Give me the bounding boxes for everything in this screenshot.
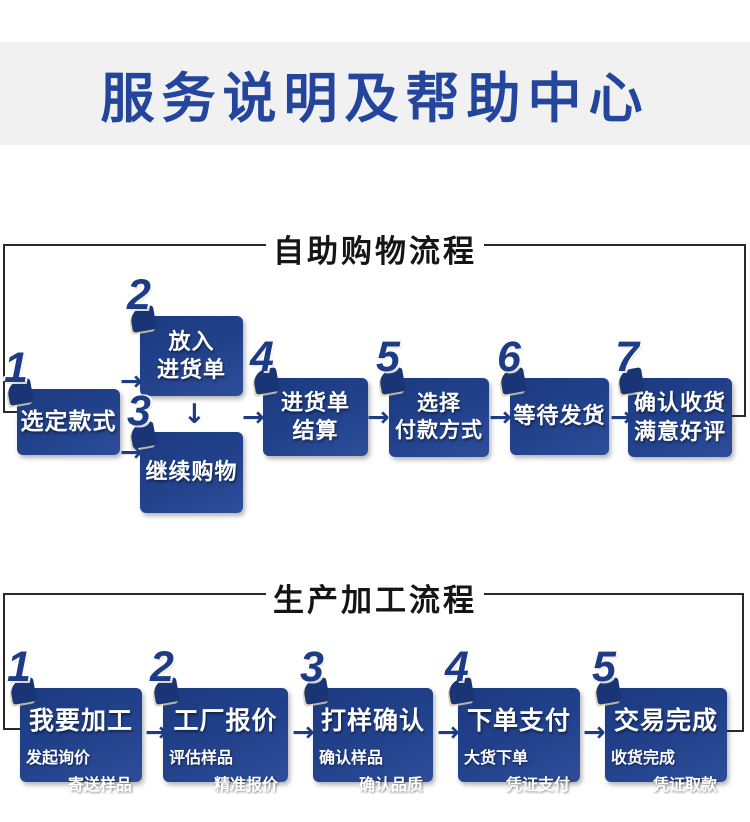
step-label: 付款方式 — [395, 418, 483, 442]
step-sub-left: 确认样品 — [319, 750, 384, 767]
flow-step-box-2: 2 放入 进货单 — [127, 274, 243, 396]
frame-line — [742, 593, 744, 732]
step-number: 7 — [615, 333, 639, 381]
frame-line — [484, 593, 744, 595]
arrow-right-icon: → — [292, 717, 315, 748]
step-number: 5 — [592, 643, 616, 691]
frame-line — [484, 244, 746, 246]
step-number: 5 — [376, 333, 400, 381]
flow-step-box-7: 7 确认收货 满意好评 — [615, 336, 732, 457]
step-label: 满意好评 — [633, 418, 726, 444]
frame-line — [3, 728, 20, 730]
step-number: 6 — [497, 333, 521, 381]
step-number: 4 — [250, 333, 274, 381]
step-title: 下单支付 — [466, 707, 571, 735]
step-number: 1 — [7, 643, 31, 691]
frame-line — [3, 411, 19, 413]
step-sub-left: 收货完成 — [611, 750, 676, 767]
step-number: 3 — [300, 643, 324, 691]
step-title: 我要加工 — [28, 707, 133, 735]
flow-step-box-5: 5 选择 付款方式 — [376, 336, 489, 457]
arrow-right-icon: → — [242, 402, 265, 433]
arrow-down-icon: ↓ — [183, 399, 206, 430]
page-title: 服务说明及帮助中心 — [100, 69, 650, 129]
step-sub-left: 发起询价 — [26, 750, 91, 767]
process-step-box-3: 3 打样确认 确认样品 确认品质 — [300, 646, 433, 794]
step-label: 等待发货 — [513, 403, 606, 429]
step-title: 打样确认 — [320, 707, 425, 735]
flow-step-box-3: 3 继续购物 — [127, 390, 243, 513]
step-number: 2 — [127, 271, 151, 319]
step-label: 继续购物 — [145, 459, 238, 485]
process-step-box-5: 5 交易完成 收货完成 凭证取款 — [592, 646, 727, 794]
frame-line — [3, 244, 266, 246]
frame-line — [3, 244, 5, 413]
flow-step-box-1: 1 选定款式 — [4, 347, 120, 455]
process-step-box-1: 1 我要加工 发起询价 寄送样品 — [7, 646, 142, 794]
step-title: 工厂报价 — [173, 707, 278, 735]
frame-line — [730, 415, 746, 417]
step-label: 选择 — [417, 391, 461, 415]
arrow-right-icon: → — [437, 717, 460, 748]
arrow-right-icon: → — [583, 717, 606, 748]
process-step-box-2: 2 工厂报价 评估样品 精准报价 — [150, 646, 288, 794]
arrow-right-icon: → — [120, 437, 143, 468]
step-sub-right: 寄送样品 — [67, 777, 132, 794]
step-sub-left: 评估样品 — [169, 750, 234, 767]
step-sub-right: 凭证支付 — [505, 777, 570, 794]
section-title-production: 生产加工流程 — [273, 583, 477, 618]
arrow-right-icon: → — [120, 366, 143, 397]
arrow-right-icon: → — [145, 717, 168, 748]
step-number: 2 — [150, 643, 174, 691]
top-banner: 服务说明及帮助中心 — [0, 42, 750, 145]
step-label: 结算 — [292, 418, 339, 443]
flow-step-box-4: 4 进货单 结算 — [250, 336, 368, 456]
step-sub-right: 确认品质 — [358, 777, 423, 794]
step-number: 1 — [4, 344, 28, 392]
flow-step-box-6: 6 等待发货 — [497, 336, 609, 455]
frame-line — [744, 244, 746, 417]
step-sub-left: 大货下单 — [464, 750, 529, 767]
section-title-shopping: 自助购物流程 — [273, 234, 477, 269]
step-label: 进货单 — [156, 357, 226, 382]
step-sub-right: 精准报价 — [213, 777, 278, 794]
step-label: 进货单 — [280, 389, 350, 415]
arrow-right-icon: → — [367, 402, 390, 433]
frame-line — [3, 593, 266, 595]
step-label: 确认收货 — [633, 390, 726, 416]
step-sub-right: 凭证取款 — [652, 777, 717, 794]
frame-line — [727, 730, 744, 732]
process-step-box-4: 4 下单支付 大货下单 凭证支付 — [445, 646, 580, 794]
step-title: 交易完成 — [613, 707, 718, 735]
step-number: 3 — [127, 387, 151, 435]
arrow-right-icon: → — [489, 402, 512, 433]
frame-line — [3, 593, 5, 730]
step-number: 4 — [445, 643, 469, 691]
step-label: 放入 — [168, 328, 215, 354]
step-label: 选定款式 — [20, 408, 117, 435]
arrow-right-icon: → — [610, 402, 633, 433]
